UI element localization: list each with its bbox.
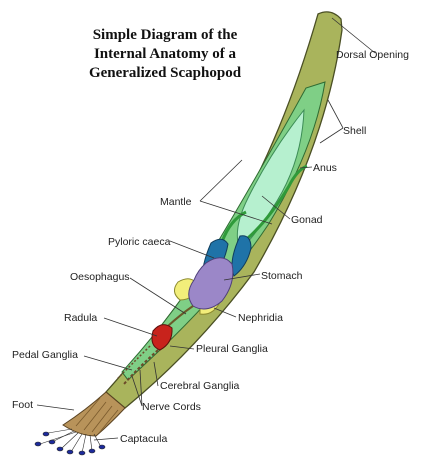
label-cerebral-ganglia: Cerebral Ganglia: [160, 380, 240, 392]
label-mantle: Mantle: [160, 196, 192, 208]
label-shell: Shell: [343, 125, 366, 137]
label-captacula: Captacula: [120, 433, 167, 445]
label-pleural-ganglia: Pleural Ganglia: [196, 343, 268, 355]
label-oesophagus: Oesophagus: [70, 271, 130, 283]
leader-captacula: [94, 438, 118, 440]
leader-pedal-ganglia: [84, 356, 132, 370]
label-nerve-cords: Nerve Cords: [142, 401, 201, 413]
label-foot: Foot: [12, 399, 33, 411]
label-gonad: Gonad: [291, 214, 323, 226]
label-dorsal-opening: Dorsal Opening: [336, 49, 409, 61]
leader-mantle-a: [200, 160, 242, 201]
label-nephridia: Nephridia: [238, 312, 283, 324]
label-anus: Anus: [313, 162, 337, 174]
label-radula: Radula: [64, 312, 97, 324]
label-stomach: Stomach: [261, 270, 303, 282]
leader-pyloric-caeca: [170, 241, 214, 258]
leader-foot: [37, 405, 74, 410]
leader-radula: [104, 318, 157, 336]
leader-shell-a: [328, 100, 343, 128]
leader-shell-b: [320, 128, 343, 143]
label-pedal-ganglia: Pedal Ganglia: [12, 349, 78, 361]
label-pyloric-caeca: Pyloric caeca: [108, 236, 171, 248]
